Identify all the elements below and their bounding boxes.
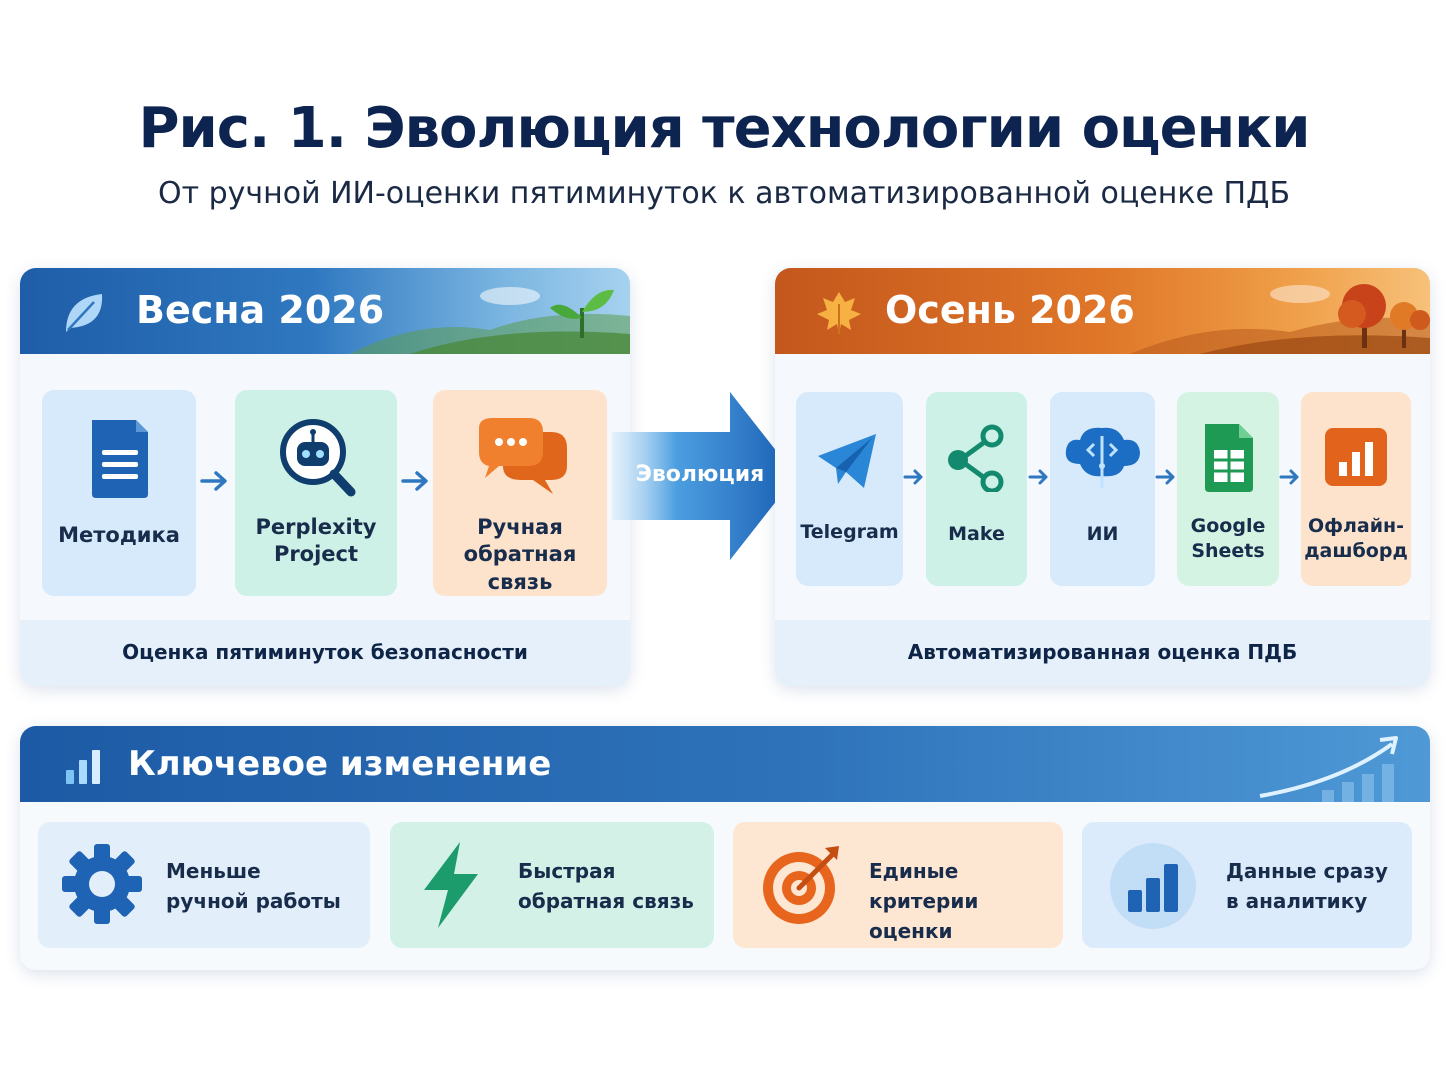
- benefit-fast-feedback: Быстрая обратная связь: [390, 822, 714, 948]
- flow-arrow-icon: [401, 471, 428, 491]
- evolution-label: Эволюция: [635, 462, 765, 487]
- step-offline-dashboard-label: Офлайн- дашборд: [1304, 515, 1408, 562]
- leaf-icon: [66, 294, 103, 332]
- bot-search-icon: [280, 419, 356, 497]
- bar-chart-icon: [1110, 843, 1196, 929]
- share-icon: [948, 424, 1004, 492]
- autumn-landscape-icon: [1130, 284, 1430, 354]
- step-ai: ИИ: [1050, 392, 1155, 586]
- step-methodology: Методика: [42, 390, 196, 596]
- dashboard-icon: [1325, 428, 1387, 486]
- sheets-icon: [1205, 424, 1253, 492]
- autumn-panel: Осень 2026 Telegram Make ИИ: [775, 268, 1430, 686]
- flow-arrow-icon: [1279, 469, 1299, 485]
- lightning-icon: [424, 842, 478, 928]
- spring-title: Весна 2026: [136, 288, 385, 332]
- flow-arrow-icon: [1155, 469, 1175, 485]
- step-telegram-label: Telegram: [800, 521, 899, 543]
- spring-landscape-icon: [350, 287, 630, 354]
- benefit-unified-criteria-label: Единые критерии оценки: [869, 859, 979, 943]
- target-icon: [763, 846, 839, 924]
- benefit-less-manual-work-label: Меньше ручной работы: [166, 859, 341, 913]
- step-methodology-label: Методика: [58, 523, 180, 547]
- spring-header: Весна 2026: [20, 268, 630, 354]
- step-ai-label: ИИ: [1086, 523, 1119, 545]
- spring-footer: Оценка пятиминуток безопасности: [20, 620, 630, 686]
- benefit-less-manual-work: Меньше ручной работы: [38, 822, 370, 948]
- autumn-leaf-icon: [817, 292, 861, 334]
- key-change-header: Ключевое изменение: [20, 726, 1430, 802]
- spring-panel: Весна 2026 Методика Perplexity Pro: [20, 268, 630, 686]
- benefit-unified-criteria: Единые критерии оценки: [733, 822, 1063, 948]
- benefit-data-to-analytics-label: Данные сразу в аналитику: [1226, 859, 1388, 913]
- figure-subtitle: От ручной ИИ-оценки пятиминуток к автома…: [157, 176, 1291, 211]
- benefit-fast-feedback-label: Быстрая обратная связь: [518, 859, 694, 913]
- flow-arrow-icon: [903, 469, 923, 485]
- step-perplexity-label: Perplexity Project: [255, 515, 377, 567]
- flow-arrow-icon: [1028, 469, 1048, 485]
- step-manual-feedback-label: Ручная обратная связь: [463, 515, 577, 594]
- flow-arrow-icon: [200, 471, 227, 491]
- step-google-sheets-label: Google Sheets: [1190, 515, 1266, 562]
- step-google-sheets: Google Sheets: [1177, 392, 1279, 586]
- evolution-arrow-icon: [612, 392, 796, 560]
- telegram-icon: [818, 434, 876, 488]
- key-change-panel: Ключевое изменение Меньше ручной работы: [20, 726, 1430, 970]
- chat-icon: [479, 418, 567, 494]
- figure-title: Рис. 1. Эволюция технологии оценки: [138, 96, 1311, 161]
- autumn-title: Осень 2026: [885, 288, 1135, 332]
- ai-brain-icon: [1065, 427, 1140, 488]
- autumn-header: Осень 2026: [775, 268, 1430, 354]
- step-offline-dashboard: Офлайн- дашборд: [1301, 392, 1411, 586]
- step-manual-feedback: Ручная обратная связь: [433, 390, 607, 596]
- benefit-data-to-analytics: Данные сразу в аналитику: [1082, 822, 1412, 948]
- step-make: Make: [926, 392, 1027, 586]
- gear-icon: [62, 844, 142, 924]
- growth-chart-icon: [1259, 736, 1398, 802]
- step-telegram: Telegram: [796, 392, 903, 586]
- step-make-label: Make: [948, 523, 1005, 545]
- autumn-footer: Автоматизированная оценка ПДБ: [775, 620, 1430, 686]
- document-icon: [92, 420, 148, 498]
- step-perplexity: Perplexity Project: [235, 390, 397, 596]
- bar-chart-icon: [66, 750, 100, 784]
- key-change-title: Ключевое изменение: [128, 744, 552, 784]
